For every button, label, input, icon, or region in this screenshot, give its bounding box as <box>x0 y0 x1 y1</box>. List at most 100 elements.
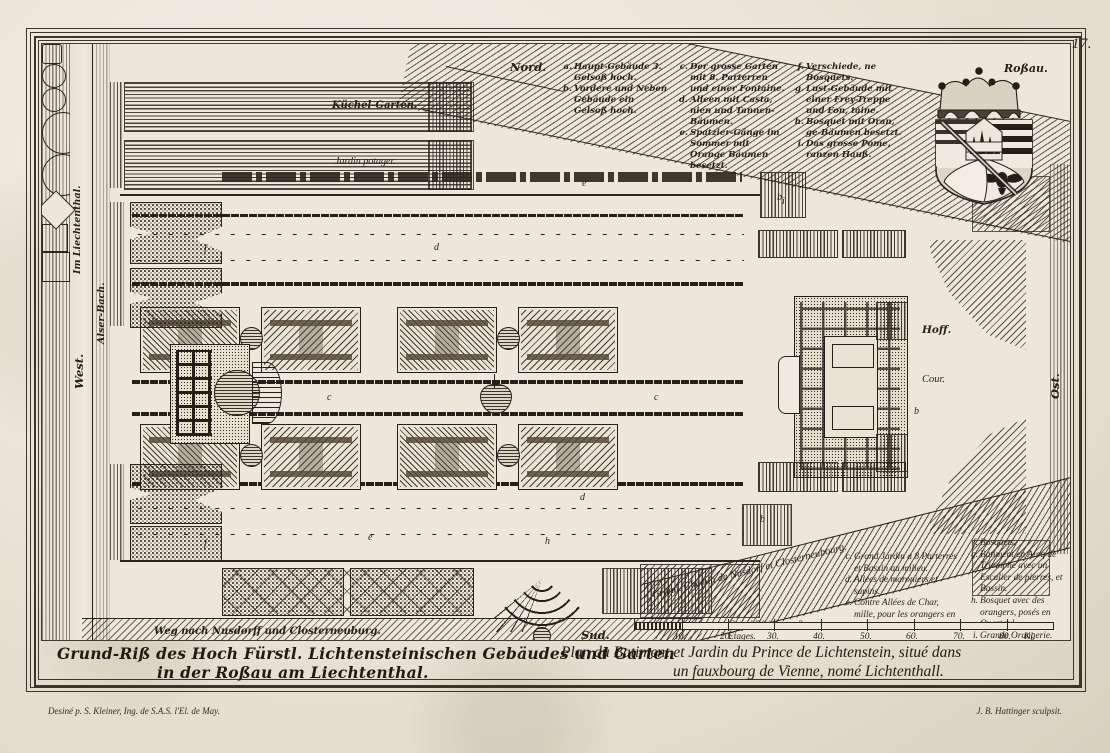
key-letter-c-west: c <box>327 392 332 403</box>
scale-label-40: 40. <box>813 632 825 641</box>
terrain-west-bank <box>42 44 72 640</box>
parterre-7 <box>397 424 497 490</box>
compass-north-label: Nord. <box>510 60 547 74</box>
scale-tick <box>960 619 961 631</box>
legend-row: e.Spatzier-Gänge im Sommer mit Orange Bä… <box>679 128 780 171</box>
coat-of-arms <box>920 62 1050 207</box>
scale-tick <box>634 619 635 631</box>
legend-german-col-3: f.Verschiede, ne Bosquets. g.Lust-Gebäud… <box>794 62 906 161</box>
palace-wing-ne <box>876 302 908 340</box>
palace-hall-south <box>832 406 874 430</box>
bosquet-sw-lower <box>130 526 222 562</box>
parterre-4 <box>518 307 618 373</box>
service-building-south-1 <box>758 462 838 492</box>
fan-bosquet-basin <box>533 627 551 640</box>
service-building-south-3 <box>742 504 792 546</box>
scale-bar <box>634 622 1054 630</box>
kitchen-garden-plot-north <box>124 82 472 132</box>
west-walk-strip-upper <box>110 202 124 326</box>
legend-french-col-2: c.Grand Jardin a 8 Parterres et Bassin a… <box>842 552 960 633</box>
scale-tick <box>728 619 729 631</box>
liechtenthal-label: Im Liechtenthal. <box>72 185 83 274</box>
allee-trees-south-1 <box>132 506 744 511</box>
rossau-label: Roßau. <box>1004 62 1048 75</box>
palace-west-portico <box>778 356 800 414</box>
parterre-basin-ne <box>497 327 520 350</box>
forecourt-corner-se <box>972 540 1050 596</box>
service-building-south-2 <box>842 462 906 492</box>
great-garden-wall-north <box>120 194 760 196</box>
parterre-basin-sw <box>240 444 263 467</box>
credit-designer: Desiné p. S. Kleiner, Ing. de S.A.S. l'E… <box>48 706 220 716</box>
key-letter-b-east: b <box>914 406 919 417</box>
scale-label-10: 10. <box>674 632 686 641</box>
compass-east-label: Ost. <box>1048 373 1062 399</box>
allee-hedge-north-b <box>132 214 744 217</box>
scale-label-70: 70. <box>953 632 965 641</box>
plate-border-2 <box>30 32 1082 688</box>
plate-border-4 <box>38 40 1074 680</box>
bosquet-nw-upper <box>130 202 222 264</box>
parterre-2 <box>261 307 361 373</box>
legend-row: b.Vordere und Neben Gebäude ein Gelsoß h… <box>562 84 668 116</box>
key-letter-e-north: e <box>582 178 587 189</box>
alserbach-label: Alser-Bach. <box>96 282 107 344</box>
key-letter-e-south: e <box>368 532 373 543</box>
palace-hall-north <box>832 344 874 368</box>
scale-bar-subdivisions <box>635 623 683 629</box>
scale-unit-label: Kl. <box>1024 632 1036 641</box>
allee-hedge-north <box>132 282 744 286</box>
legend-row: f.Bosquets. <box>973 538 1017 548</box>
forecourt-arc-south <box>930 418 1026 534</box>
scale-label-80: 80. <box>999 632 1011 641</box>
legend-french-col-1: a.Grand Bâtiment a 3. Etages. b.Batiment… <box>716 574 834 640</box>
credit-engraver: J. B. Hattinger sculpsit. <box>976 706 1063 716</box>
service-building-north-1 <box>758 230 838 258</box>
title-german-line2: in der Roßau am Liechtenthal. <box>157 663 429 682</box>
plate-border-outer <box>26 28 1086 692</box>
kitchen-garden-label-fr: Jardin potager. <box>335 156 396 167</box>
central-fountain <box>480 384 512 414</box>
kitchen-garden-plot-east-a <box>428 82 474 132</box>
court-label-de: Hoff. <box>922 324 952 336</box>
allee-trees-north-1 <box>132 232 744 237</box>
scale-tick <box>682 619 683 631</box>
scale-label-20: 20. <box>720 632 732 641</box>
great-garden-wall-south <box>120 560 760 562</box>
southeast-hatched-plot <box>640 564 760 618</box>
scale-tick <box>774 619 775 631</box>
garden-plan-map: Küchel-Garten. Jardin potager. <box>41 43 1071 641</box>
title-french-line2: un fauxbourg de Vienne, nomé Lichtenthal… <box>673 663 944 680</box>
orangery-building-i <box>760 172 806 218</box>
legend-row: c.Grand Jardin a 8 Parterres et Bassin a… <box>845 552 957 574</box>
legend-row: h.Bosquet mit Oran, ge-Bäumen besetzt. <box>794 117 902 138</box>
legend-row: f.Verschiede, ne Bosquets. <box>797 62 877 83</box>
parterre-basin-se <box>497 444 520 467</box>
title-german-line1: Grund-Riß des Hoch Fürstl. Lichtensteini… <box>57 644 675 663</box>
legend-german-col-1: a.Haupt-Gebäude 3. Gelsoß hoch. b.Vorder… <box>562 62 670 117</box>
legend-row: c.Der grosse Garten mit 8. Parterren und… <box>679 62 785 94</box>
bosquet-nw-lower <box>130 268 222 328</box>
legend-row: a.Haupt-Gebäude 3. Gelsoß hoch. <box>563 62 662 83</box>
east-boundary-strip <box>1050 164 1068 554</box>
bosquet-sw-upper <box>130 464 222 524</box>
parterre-8 <box>518 424 618 490</box>
allee-trees-south-2 <box>132 532 744 537</box>
road-south-label: Weg nach Nusdorff und Closterneuburg. <box>154 626 381 637</box>
legend-row: i.Grande Orangerie. <box>973 630 1053 641</box>
title-band: Grund-Riß des Hoch Fürstl. Lichtensteini… <box>41 643 1069 682</box>
kitchen-garden-plot-west <box>110 82 122 188</box>
compass-south-label: Sud. <box>581 628 610 641</box>
kitchen-garden-label-de: Küchel-Garten. <box>332 100 418 111</box>
kitchen-garden-plot-east-b <box>428 140 474 190</box>
court-label-fr: Cour. <box>922 374 946 385</box>
compass-west-label: West. <box>72 353 86 389</box>
title-french-line1: Plan du Batiment et Jardin du Prince de … <box>561 644 962 661</box>
pavilion-g-wallblocks <box>176 350 212 436</box>
parterre-hedge-mid-lower <box>132 412 744 416</box>
service-building-north-2 <box>842 230 906 258</box>
terrain-northwest-strip <box>96 44 110 640</box>
key-letter-c-east: c <box>654 392 659 403</box>
kitchen-garden-plot-south <box>124 140 472 190</box>
